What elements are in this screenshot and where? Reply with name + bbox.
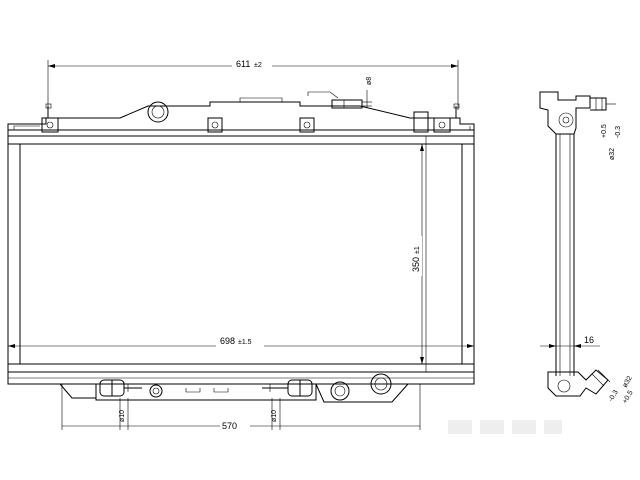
outlet-tol-lower: -0.3 xyxy=(608,389,620,403)
inlet-tol-lower: -0.3 xyxy=(615,126,622,138)
top-width-tolerance: ±2 xyxy=(254,62,262,69)
core-height-tolerance: ±1 xyxy=(414,246,421,254)
dimension-core-height: 350 ±1 xyxy=(410,144,424,364)
dimension-top-width: 611 ±2 xyxy=(47,58,459,110)
lower-pin-left: ø10 xyxy=(99,379,142,430)
sensor-stub: ø8 xyxy=(331,77,373,109)
lower-pin-right: ø10 xyxy=(262,379,313,430)
pin-right-diameter: ø10 xyxy=(271,410,278,422)
upper-bracket-right xyxy=(413,103,460,133)
radiator-core xyxy=(7,135,475,373)
upper-bracket-left xyxy=(41,103,59,133)
watermark xyxy=(448,420,562,434)
core-width-value: 698 xyxy=(220,336,235,346)
outlet-diameter: ø32 xyxy=(622,375,634,389)
dimension-core-width: 698 ±1.5 xyxy=(8,336,474,348)
upper-tank: ø8 xyxy=(7,77,475,137)
filler-diameter: ø8 xyxy=(366,77,373,85)
inlet-tol-upper: +0.5 xyxy=(601,124,608,138)
upper-bracket-mid1 xyxy=(207,117,223,133)
core-thickness: 16 xyxy=(584,335,594,345)
outlet-tol-upper: +0.5 xyxy=(622,389,635,405)
pin-left-diameter: ø10 xyxy=(119,410,126,422)
inlet-diameter: ø32 xyxy=(609,148,616,160)
lower-tank: ø10 ø10 570 xyxy=(7,372,475,431)
core-height-value: 350 xyxy=(411,257,421,272)
upper-bracket-mid2 xyxy=(299,117,315,133)
top-width-value: 611 xyxy=(236,59,250,69)
side-view: ø32 +0.5 -0.3 16 ø32 +0.5 -0.3 xyxy=(539,91,635,405)
core-width-tolerance: ±1.5 xyxy=(238,339,252,346)
bottom-partial-dimension: 570 xyxy=(222,421,237,431)
